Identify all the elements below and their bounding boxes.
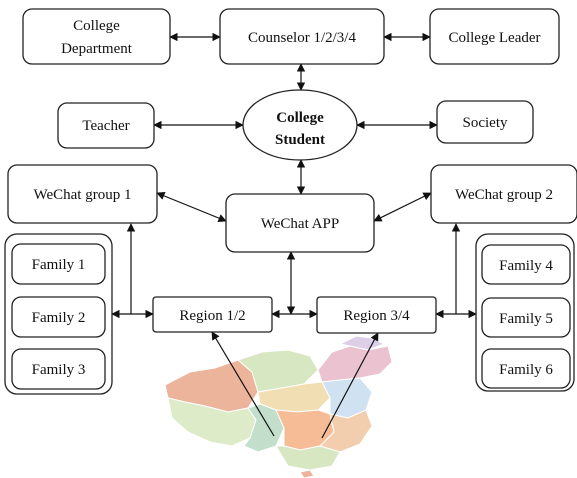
family-group-left (4, 233, 113, 395)
family-2-label: Family 2 (32, 310, 86, 326)
connectors (111, 32, 477, 439)
region-12-label: Region 1/2 (179, 308, 245, 324)
node-family-3: Family 3 (11, 348, 106, 390)
node-family-6: Family 6 (481, 348, 571, 389)
node-college-leader: College Leader (429, 8, 560, 65)
society-label: Society (463, 115, 508, 131)
node-family-5: Family 5 (481, 297, 571, 338)
counselor-label: Counselor 1/2/3/4 (248, 30, 356, 46)
map-region-island (299, 469, 315, 478)
node-region-34: Region 3/4 (316, 296, 437, 334)
college-leader-label: College Leader (448, 30, 540, 46)
node-college-student: College Student (242, 89, 358, 161)
node-region-12: Region 1/2 (152, 296, 273, 333)
node-wechat-group-2: WeChat group 2 (430, 164, 577, 224)
edge-group1-app (156, 191, 227, 223)
family-3-label: Family 3 (32, 362, 86, 378)
map-region-south (275, 445, 341, 471)
map-region-southeast (319, 409, 373, 453)
node-family-1: Family 1 (11, 243, 106, 285)
wechat-group-2-label: WeChat group 2 (455, 187, 553, 203)
node-family-4: Family 4 (481, 244, 571, 285)
family-4-label: Family 4 (499, 258, 553, 274)
node-society: Society (436, 100, 534, 144)
region-34-label: Region 3/4 (343, 308, 410, 324)
family-5-label: Family 5 (499, 311, 553, 327)
node-teacher: Teacher (57, 102, 155, 149)
wechat-app-label: WeChat APP (261, 216, 339, 232)
map-region-southwest (243, 403, 285, 453)
college-student-line1: College (276, 110, 324, 126)
edge-map-region12 (211, 331, 275, 437)
china-map (164, 335, 393, 478)
node-family-2: Family 2 (11, 296, 106, 338)
node-college-department: College Department (22, 8, 171, 65)
edge-group2-app (373, 192, 432, 222)
college-department-line1: College (73, 18, 120, 34)
node-counselor: Counselor 1/2/3/4 (219, 8, 385, 65)
family-6-label: Family 6 (499, 362, 553, 378)
wechat-group-1-label: WeChat group 1 (34, 187, 132, 203)
college-department-line2: Department (61, 41, 133, 57)
family-1-label: Family 1 (32, 257, 86, 273)
teacher-label: Teacher (82, 118, 129, 134)
node-wechat-app: WeChat APP (225, 193, 375, 253)
map-region-north (237, 349, 319, 393)
node-wechat-group-1: WeChat group 1 (7, 164, 158, 224)
edge-map-region34 (321, 332, 379, 439)
family-group-right (475, 233, 575, 392)
college-student-line2: Student (275, 132, 325, 148)
